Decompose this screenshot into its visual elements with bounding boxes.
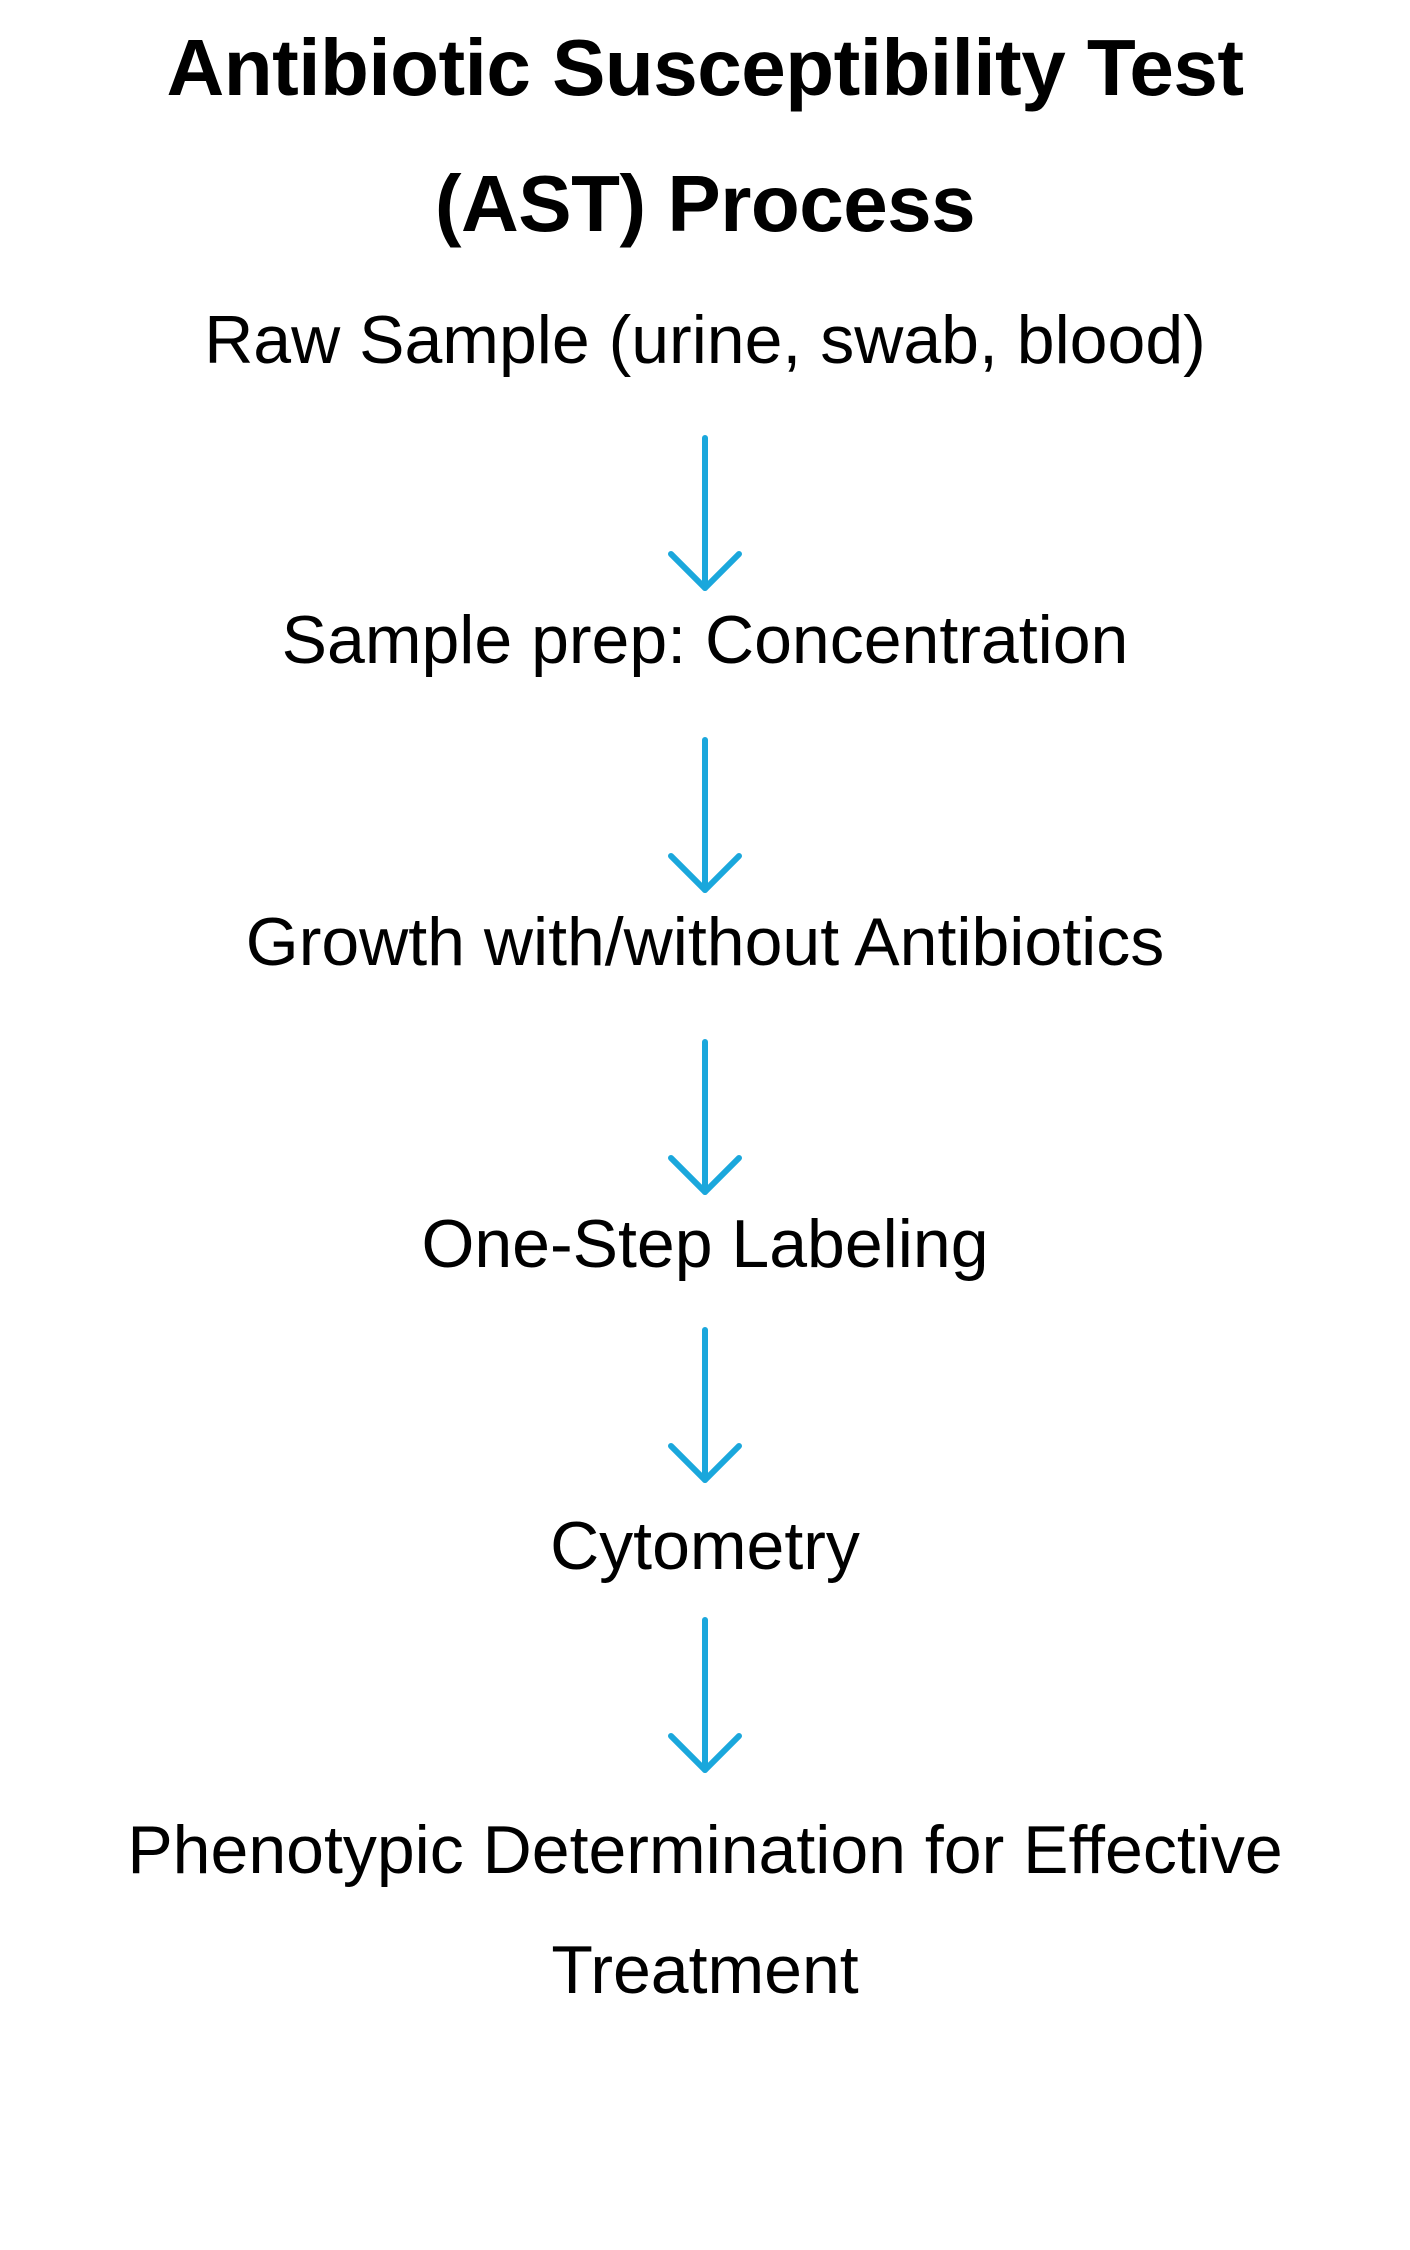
title-line-1: Antibiotic Susceptibility Test (166, 23, 1244, 112)
down-arrow-icon (668, 1617, 742, 1773)
down-arrow-icon (668, 1039, 742, 1195)
down-arrow-icon (668, 1327, 742, 1483)
step-cytometry: Cytometry (550, 1508, 860, 1584)
step-labeling: One-Step Labeling (421, 1206, 989, 1282)
title-line-2: (AST) Process (434, 159, 976, 248)
step-raw-sample: Raw Sample (urine, swab, blood) (204, 302, 1206, 378)
step-sample-prep: Sample prep: Concentration (281, 602, 1129, 678)
step-growth: Growth with/without Antibiotics (245, 904, 1165, 980)
down-arrow-icon (668, 737, 742, 893)
diagram-title: Antibiotic Susceptibility Test (AST) Pro… (0, 0, 1410, 272)
down-arrow-icon (668, 435, 742, 591)
step-phenotypic-line-2: Treatment (551, 1932, 859, 2008)
step-phenotypic-line-1: Phenotypic Determination for Effective (127, 1812, 1283, 1888)
step-phenotypic-determination: Phenotypic Determination for Effective T… (0, 1790, 1410, 2030)
